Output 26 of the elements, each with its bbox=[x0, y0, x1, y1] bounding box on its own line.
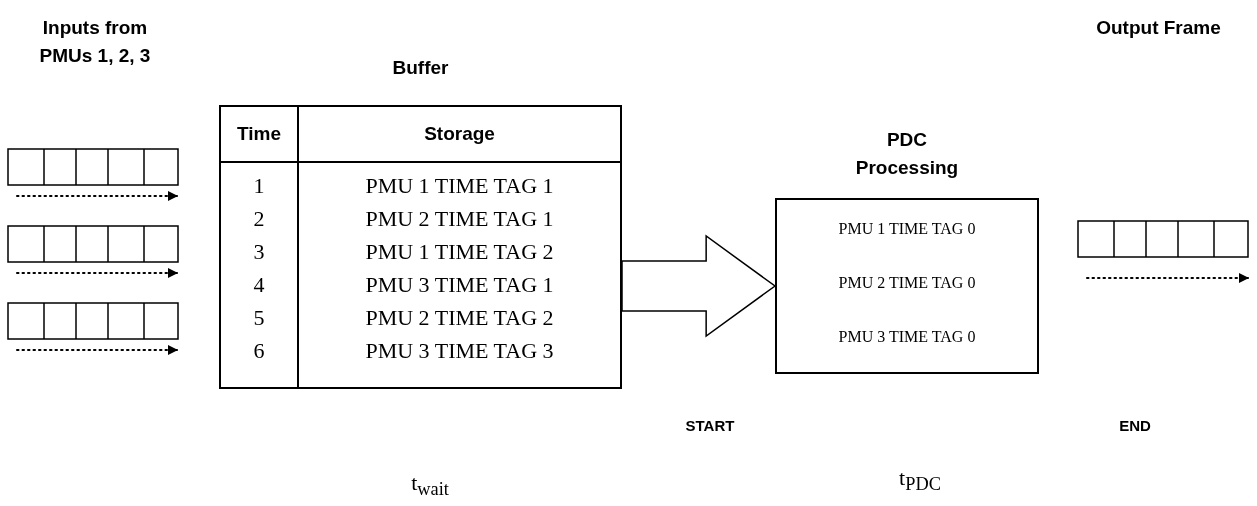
table-entry: PMU 3 TIME TAG 1 bbox=[365, 272, 554, 297]
time-symbol: t$_{PDC}$ bbox=[899, 465, 941, 490]
heading: Buffer bbox=[392, 56, 449, 80]
time-symbol: t$_{wait}$ bbox=[411, 470, 449, 495]
table-entry: 1 bbox=[253, 173, 265, 198]
table-entry: 6 bbox=[253, 338, 265, 363]
table-entry: 4 bbox=[253, 272, 265, 297]
heading: PDC Processing bbox=[854, 128, 960, 180]
column-header: Time bbox=[237, 123, 281, 144]
table-entry: 3 bbox=[253, 239, 265, 264]
marker-text: END bbox=[1119, 417, 1151, 434]
table-entry: 5 bbox=[253, 305, 265, 330]
column-header: Storage bbox=[424, 123, 495, 144]
block-arrow bbox=[621, 234, 777, 338]
table-entry: PMU 1 TIME TAG 2 bbox=[365, 239, 554, 264]
entry-text: PMU 2 TIME TAG 0 bbox=[837, 274, 977, 292]
heading: Output Frame bbox=[1096, 16, 1221, 40]
table-entry: PMU 2 TIME TAG 2 bbox=[365, 305, 554, 330]
table-entry: PMU 2 TIME TAG 1 bbox=[365, 206, 554, 231]
table-entry: PMU 3 TIME TAG 3 bbox=[365, 338, 554, 363]
entry-text: PMU 1 TIME TAG 0 bbox=[837, 220, 977, 238]
heading: Inputs from PMUs 1, 2, 3 bbox=[38, 16, 152, 68]
marker-text: START bbox=[685, 417, 735, 434]
entry-text: PMU 3 TIME TAG 0 bbox=[837, 328, 977, 346]
table-entry: PMU 1 TIME TAG 1 bbox=[365, 173, 554, 198]
table-entry: 2 bbox=[253, 206, 265, 231]
